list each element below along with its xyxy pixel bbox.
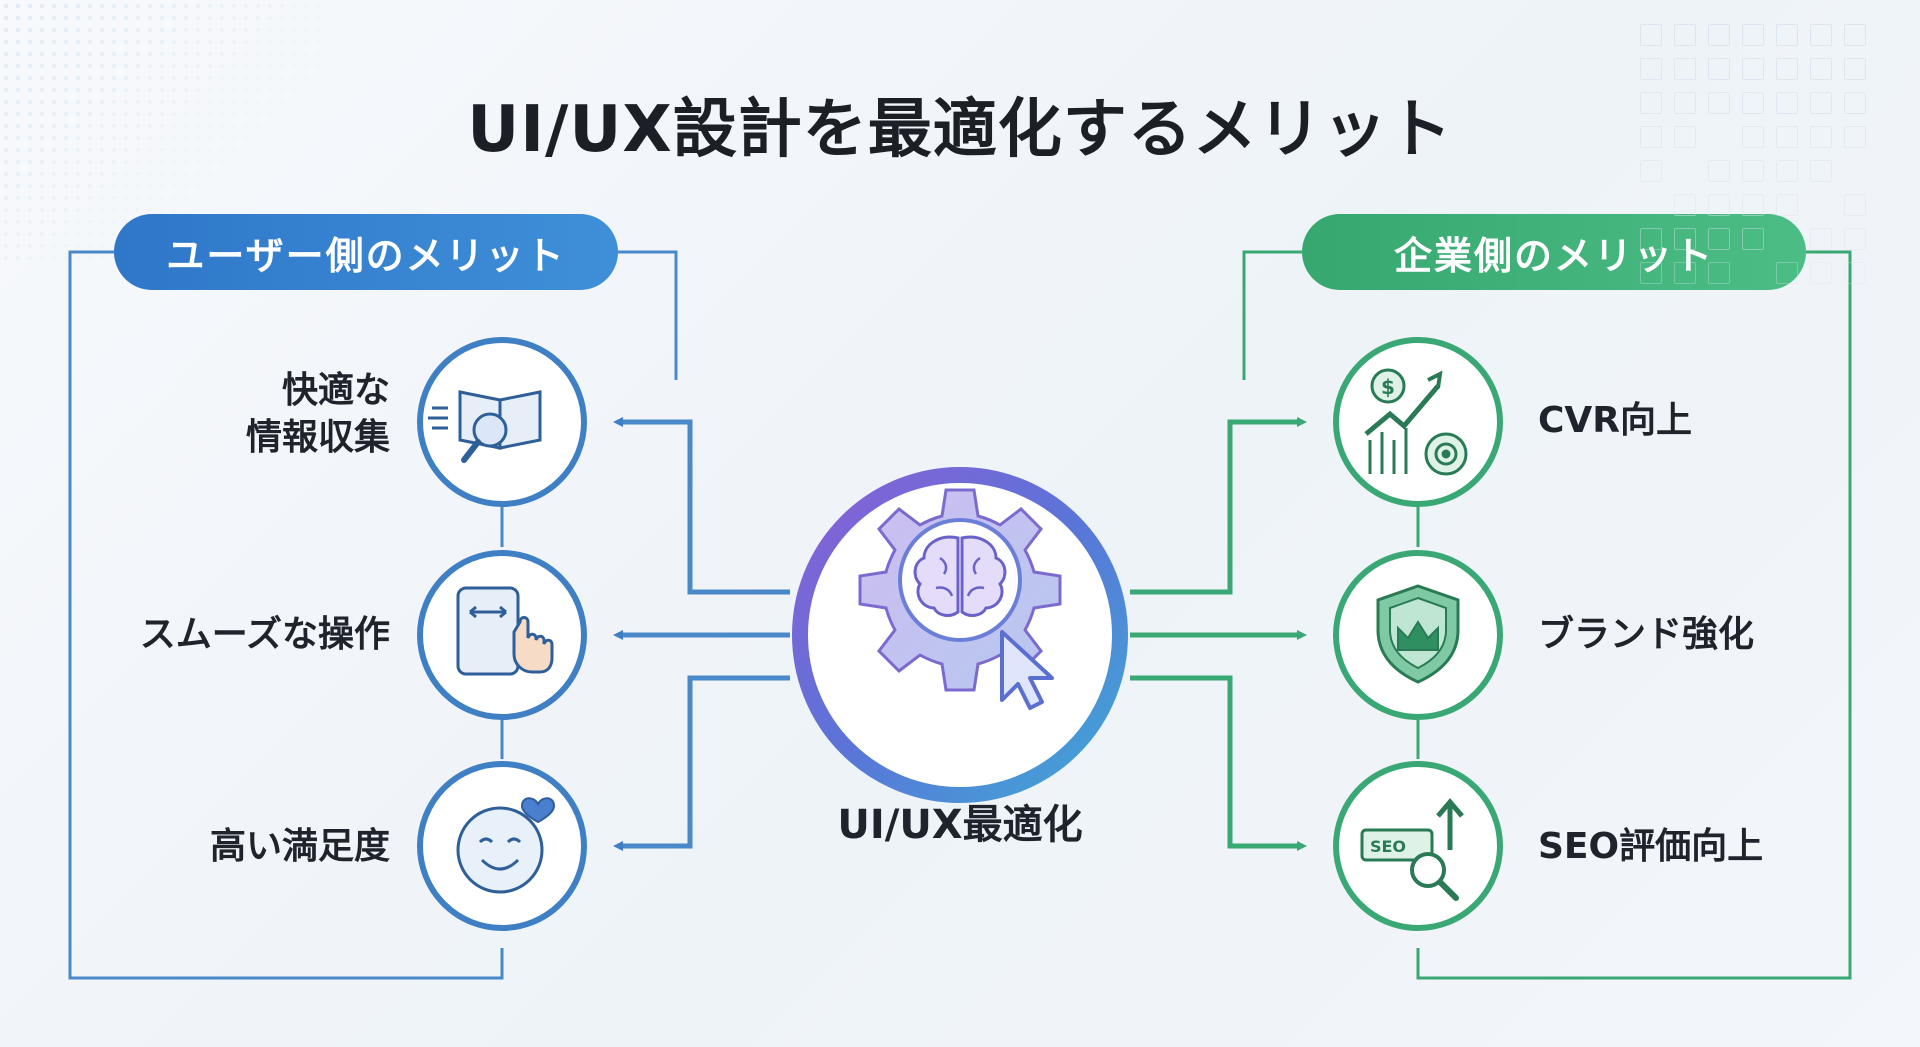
decorative-grid-square [1776, 194, 1798, 216]
decorative-grid-square [1844, 24, 1866, 46]
decorative-grid-square [1810, 126, 1832, 148]
company-node-cvr: $ [1333, 337, 1503, 507]
company-item-brand-label: ブランド強化 [1538, 614, 1755, 655]
decorative-grid-square [1708, 160, 1730, 182]
seo-magnifier-arrow-icon: SEO [1360, 798, 1464, 901]
decorative-grid-square [1776, 160, 1798, 182]
decorative-grid-square [1674, 262, 1696, 284]
decorative-grid-square [1708, 92, 1730, 114]
decorative-grid-square [1844, 92, 1866, 114]
decorative-grid-square [1708, 262, 1730, 284]
decorative-grid-square [1810, 92, 1832, 114]
decorative-grid-square [1844, 194, 1866, 216]
decorative-grid-square [1640, 160, 1662, 182]
decorative-grid-square [1810, 24, 1832, 46]
company-side-connectors [1130, 417, 1307, 851]
decorative-grid-square [1810, 58, 1832, 80]
user-node-operation [417, 550, 587, 720]
decorative-grid-square [1674, 194, 1696, 216]
center-label: UI/UX最適化 [837, 802, 1083, 848]
company-side-heading: 企業側のメリット [1302, 214, 1806, 290]
user-side-heading: ユーザー側のメリット [114, 214, 618, 290]
user-item-info-line2: 情報収集 [245, 416, 390, 458]
user-side-connectors [613, 417, 790, 851]
user-node-info [417, 337, 587, 507]
decorative-grid-square [1776, 126, 1798, 148]
decorative-grid-square [1674, 228, 1696, 250]
svg-text:SEO: SEO [1370, 837, 1406, 856]
svg-text:$: $ [1381, 375, 1395, 399]
decorative-grid-square [1742, 58, 1764, 80]
decorative-grid-square [1708, 228, 1730, 250]
decorative-grid-square [1708, 24, 1730, 46]
company-node-seo: SEO [1333, 761, 1503, 931]
decorative-grid-square [1742, 194, 1764, 216]
company-side-frame [1242, 250, 1852, 980]
user-item-info-line1: 快適な [281, 370, 390, 411]
decorative-grid-square [1640, 92, 1662, 114]
decorative-grid-square [1844, 58, 1866, 80]
decorative-grid-square [1776, 92, 1798, 114]
decorative-grid-square [1640, 262, 1662, 284]
decorative-grid-square [1810, 160, 1832, 182]
decorative-grid-square [1844, 262, 1866, 284]
decorative-grid-square [1776, 58, 1798, 80]
decorative-grid-square [1640, 228, 1662, 250]
company-item-seo-label: SEO評価向上 [1538, 826, 1764, 867]
decorative-grid-square [1640, 58, 1662, 80]
user-node-satisfaction [417, 761, 587, 931]
decorative-grid-square [1810, 262, 1832, 284]
user-item-satisfaction-label: 高い満足度 [209, 826, 390, 867]
decorative-grid-square [1810, 228, 1832, 250]
decorative-grid-square [1640, 24, 1662, 46]
company-node-brand [1333, 550, 1503, 720]
decorative-grid-square [1742, 228, 1764, 250]
gear-brain-cursor-icon [858, 488, 1062, 710]
company-item-cvr-label: CVR向上 [1538, 400, 1693, 441]
decorative-grid-square [1742, 24, 1764, 46]
decorative-grid-square [1708, 194, 1730, 216]
decorative-grid-square [1742, 160, 1764, 182]
user-side-frame [68, 250, 678, 980]
page-title: UI/UX設計を最適化するメリット [467, 93, 1453, 167]
decorative-grid-square [1674, 58, 1696, 80]
decorative-grid-square [1708, 58, 1730, 80]
shield-crown-icon [1376, 584, 1460, 684]
decorative-grid-square [1844, 126, 1866, 148]
decorative-grid-square [1674, 92, 1696, 114]
decorative-grid-square [1776, 262, 1798, 284]
decorative-grid-square [1674, 126, 1696, 148]
decorative-grid-square [1844, 228, 1866, 250]
user-item-operation-label: スムーズな操作 [139, 614, 390, 655]
decorative-grid-square [1742, 126, 1764, 148]
decorative-grid-square [1742, 92, 1764, 114]
tablet-touch-icon [456, 586, 554, 676]
growth-chart-target-icon: $ [1364, 368, 1468, 476]
decorative-grid-square [1640, 126, 1662, 148]
smiley-heart-icon [456, 797, 556, 894]
user-item-info-label: 快適な 情報収集 [246, 368, 390, 462]
center-node [792, 467, 1128, 803]
decorative-grid-square [1776, 24, 1798, 46]
book-magnifier-icon [428, 390, 542, 463]
decorative-grid-square [1674, 24, 1696, 46]
